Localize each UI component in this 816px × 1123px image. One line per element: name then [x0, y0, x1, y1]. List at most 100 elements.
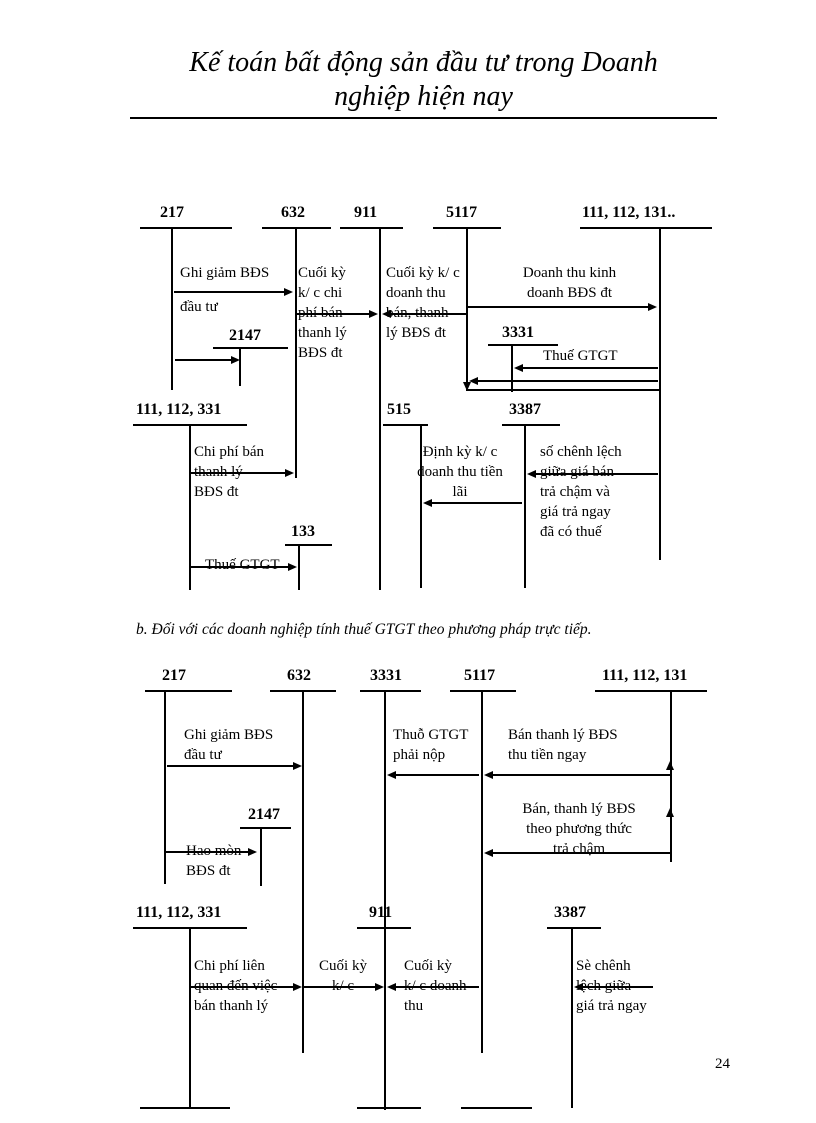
arrow-hao-mon-shaft: [166, 851, 248, 853]
arrow-5117-911-shaft: [396, 986, 479, 988]
arrow-632-to-911-shaft: [297, 313, 369, 315]
arrow-right-icon: [231, 356, 240, 364]
account-133: 133: [291, 523, 315, 540]
flow-label-thue-gtgt-1: Thuế GTGT: [543, 348, 618, 364]
account-2147: 2147: [229, 327, 261, 344]
stem-632: [295, 227, 297, 478]
flow-label-doanh-thu-kd: Doanh thu kinh doanh BĐS đt: [522, 265, 617, 301]
flow-label-dau-tu: đầu tư: [180, 299, 218, 315]
stem-5117-2: [481, 690, 483, 1053]
arrow-thue-133-shaft: [191, 566, 288, 568]
arrow-chi-phi-shaft: [191, 472, 285, 474]
t-line-3331-2: [360, 690, 421, 692]
arrow-632-911-shaft: [304, 986, 375, 988]
arrow-left-icon: [387, 771, 396, 779]
arrow-tra-cham-shaft: [493, 852, 670, 854]
stem-5117: [466, 227, 468, 387]
arrow-thue-5117-shaft: [478, 380, 658, 382]
stem-111-112-331-2: [189, 927, 191, 1108]
account-911: 911: [354, 204, 378, 221]
flow-label-chi-phi-ban: Chi phí bán thanh lý BĐS đt: [194, 444, 264, 500]
account-632: 632: [281, 204, 305, 221]
flow-label-hao-mon: Hao mòn BĐS đt: [186, 843, 242, 879]
section-heading-b: b. Đối với các doanh nghiệp tính thuế GT…: [136, 621, 592, 638]
arrow-to-2147-shaft: [175, 359, 231, 361]
stem-111-112-131: [659, 227, 661, 560]
arrow-left-icon: [484, 849, 493, 857]
account-2147-2: 2147: [248, 806, 280, 823]
t-line-133: [285, 544, 332, 546]
account-3387: 3387: [509, 401, 541, 418]
arrow-chi-phi2-shaft: [191, 986, 293, 988]
account-515: 515: [387, 401, 411, 418]
arrow-down-icon: [463, 382, 471, 391]
flow-label-kc-doanh-thu: Cuối kỳ k/ c doanh thu bán, thanh lý BĐS…: [386, 265, 460, 341]
t-line-3387-2: [547, 927, 601, 929]
t-line-3331: [488, 344, 558, 346]
arrow-right-icon: [648, 303, 657, 311]
arrow-up-icon: [666, 761, 674, 770]
arrow-left-icon: [469, 377, 478, 385]
flow-label-ban-tra-cham: Bán, thanh lý BĐS theo phương thức trả c…: [522, 801, 636, 857]
arrow-right-icon: [375, 983, 384, 991]
partial-line-bottom-1: [140, 1107, 230, 1109]
arrow-ghi-giam2-shaft: [167, 765, 293, 767]
t-line-217: [140, 227, 232, 229]
arrow-right-icon: [293, 983, 302, 991]
arrow-right-icon: [284, 288, 293, 296]
arrow-right-icon: [285, 469, 294, 477]
account-111-112-331-2: 111, 112, 331: [136, 904, 222, 921]
t-line-5117-2: [450, 690, 516, 692]
account-111-112-131: 111, 112, 131..: [582, 204, 676, 221]
stem-2147: [239, 347, 241, 386]
stem-2147-2: [260, 827, 262, 886]
t-line-2147: [213, 347, 288, 349]
stem-3331: [511, 344, 513, 392]
arrow-5117-to-911-shaft: [391, 313, 467, 315]
arrow-left-icon: [514, 364, 523, 372]
arrow-thue-nop-shaft: [396, 774, 479, 776]
stem-632-2: [302, 690, 304, 1053]
flow-label-chi-phi-lien-quan: Chi phí liên quan đến việc bán thanh lý: [194, 958, 278, 1014]
title-underline: [130, 117, 717, 119]
arrow-ban-ngay-shaft: [493, 774, 670, 776]
account-911-2: 911: [369, 904, 393, 921]
arrow-doanh-thu-shaft: [468, 306, 648, 308]
t-line-111-112-131: [580, 227, 712, 229]
t-line-3387: [502, 424, 560, 426]
account-5117: 5117: [446, 204, 478, 221]
account-111-112-331: 111, 112, 331: [136, 401, 222, 418]
arrow-chenh-lech-shaft: [536, 473, 658, 475]
stem-111-112-131-2: [670, 690, 672, 862]
account-3331-2: 3331: [370, 667, 402, 684]
page-number: 24: [715, 1056, 730, 1072]
stem-111-112-331: [189, 424, 191, 590]
stem-3387: [524, 424, 526, 588]
t-line-2147-2: [240, 827, 291, 829]
t-line-217-2: [145, 690, 232, 692]
flow-label-so-chenh-lech: số chênh lệch giữa giá bán trả chậm và g…: [540, 444, 622, 540]
stem-515: [420, 424, 422, 588]
flow-label-ban-ngay: Bán thanh lý BĐS thu tiền ngay: [508, 727, 618, 763]
partial-line-bottom-3: [461, 1107, 532, 1109]
stem-217: [171, 227, 173, 390]
stem-133: [298, 544, 300, 590]
arrow-thue-3331-shaft: [523, 367, 658, 369]
arrow-right-icon: [288, 563, 297, 571]
t-line-111-112-131-2: [595, 690, 707, 692]
arrow-chenh-lech2-shaft: [583, 986, 653, 988]
arrow-3387-to-515-shaft: [432, 502, 522, 504]
account-3387-2: 3387: [554, 904, 586, 921]
flow-label-cuoi-ky-kc: Cuối kỳ k/ c: [319, 958, 367, 994]
flow-label-dinh-ky-lai: Định kỳ k/ c doanh thu tiền lãi: [417, 444, 503, 500]
arrow-left-icon: [382, 310, 391, 318]
arrow-left-icon: [574, 983, 583, 991]
account-111-112-131-2: 111, 112, 131: [602, 667, 688, 684]
arrow-up-icon: [666, 808, 674, 817]
page-title: Kế toán bất động sản đầu tư trong Doanh …: [189, 47, 658, 112]
flow-label-ghi-giam-2: Ghi giảm BĐS đầu tư: [184, 727, 274, 763]
account-5117-2: 5117: [464, 667, 496, 684]
t-line-911: [340, 227, 403, 229]
arrow-ghi-giam-shaft: [174, 291, 284, 293]
